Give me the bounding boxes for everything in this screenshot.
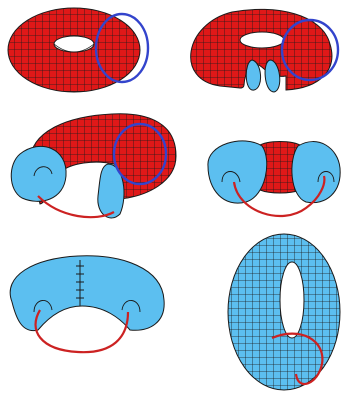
panel-3-bent-cylinder [11,114,176,218]
cut-torus-body [191,9,332,90]
reglued-body [10,256,164,331]
panel-4-rounded-ends [208,141,340,216]
lobe-right [292,142,340,203]
panel-1-intact-torus [8,8,148,92]
panel-6-everted-torus [228,234,340,390]
torus-hole [240,32,284,48]
cylinder-end-left [11,146,66,201]
panel-2-cut-torus [191,9,338,92]
torus-hole [54,36,94,52]
torus-hole [280,262,304,338]
panel-5-reglued-surface [10,256,164,352]
